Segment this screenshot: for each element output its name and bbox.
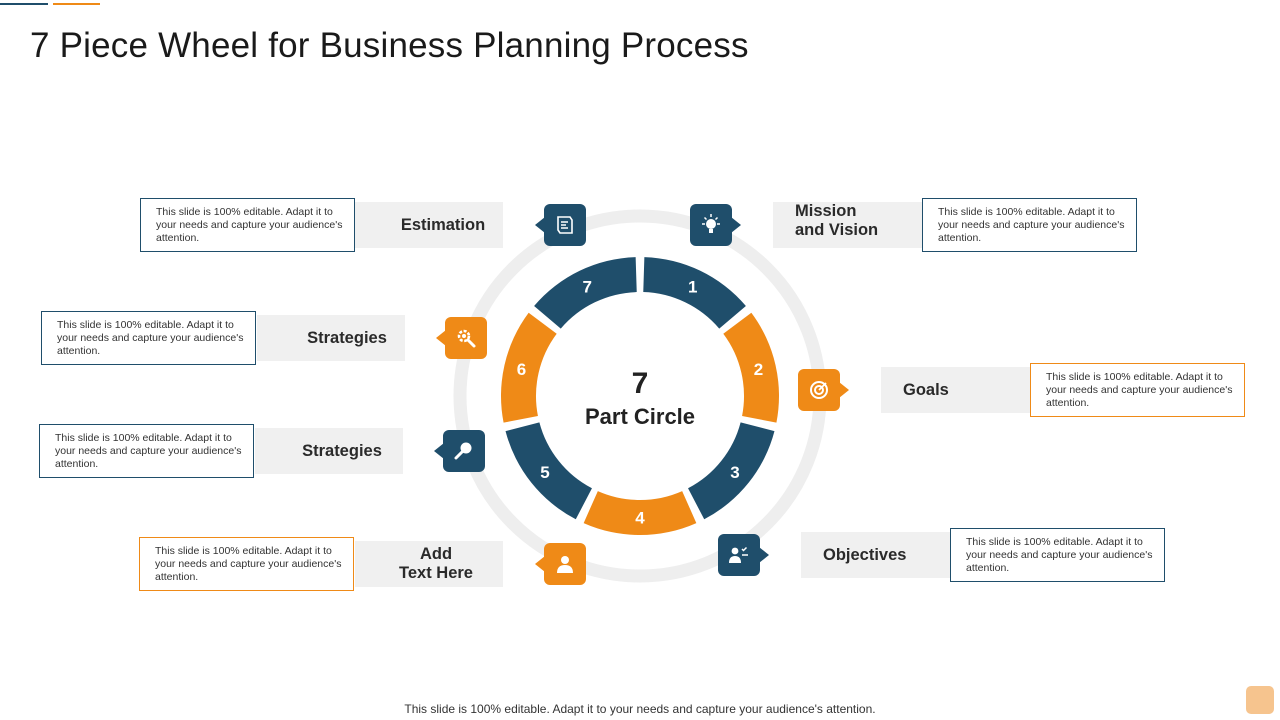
segment-number-2: 2 <box>754 360 763 379</box>
badge-mission <box>690 204 741 246</box>
segment-number-7: 7 <box>583 278 592 297</box>
segment-number-5: 5 <box>540 463 549 482</box>
segment-number-6: 6 <box>517 360 526 379</box>
wheel-segment-5 <box>505 422 592 520</box>
segments-group <box>501 257 780 535</box>
desc-box-strategies-2: This slide is 100% editable. Adapt it to… <box>39 424 254 478</box>
wheel-segment-1 <box>643 257 746 329</box>
badge-estimation <box>535 204 586 246</box>
label-mission-line1: Mission <box>795 202 857 220</box>
label-add-text-line1: Add <box>419 545 453 563</box>
desc-box-mission: This slide is 100% editable. Adapt it to… <box>922 198 1137 252</box>
label-estimation-text: Estimation <box>400 215 486 234</box>
label-strategies-1-text: Strategies <box>307 328 387 347</box>
center-label: Part Circle <box>585 404 695 429</box>
label-mission-line2: and Vision <box>795 221 879 239</box>
accent-line-orange <box>53 3 100 5</box>
gear-icon <box>457 329 476 348</box>
desc-box-add-text: This slide is 100% editable. Adapt it to… <box>139 537 354 591</box>
desc-box-strategies-1: This slide is 100% editable. Adapt it to… <box>41 311 256 365</box>
label-strategies-2: Strategies <box>255 428 403 474</box>
badge-strategies-2 <box>434 430 485 472</box>
person-icon <box>557 556 573 573</box>
desc-box-objectives: This slide is 100% editable. Adapt it to… <box>950 528 1165 582</box>
wheel-segment-3 <box>688 422 775 520</box>
segment-number-1: 1 <box>688 278 697 297</box>
target-icon <box>810 381 828 399</box>
segment-number-3: 3 <box>730 463 739 482</box>
footer-note: This slide is 100% editable. Adapt it to… <box>404 702 876 716</box>
badge-objectives <box>718 534 769 576</box>
wheel-segment-6 <box>501 312 557 423</box>
corner-square <box>1246 686 1274 714</box>
label-goals: Goals <box>881 367 1031 413</box>
segment-labels: 1 2 3 4 5 6 7 <box>517 278 763 528</box>
label-add-text: Add Text Here <box>355 541 503 587</box>
center-number: 7 <box>632 367 649 400</box>
lightbulb-icon <box>702 214 720 233</box>
magnifier-icon <box>454 442 472 460</box>
accent-line-teal <box>0 3 48 5</box>
label-mission: Mission and Vision <box>773 202 923 248</box>
label-objectives-text: Objectives <box>823 545 907 564</box>
inner-white-disc <box>538 294 742 498</box>
page-title: 7 Piece Wheel for Business Planning Proc… <box>30 26 749 65</box>
label-add-text-line2: Text Here <box>399 564 473 582</box>
segment-number-4: 4 <box>635 509 645 528</box>
wheel-segment-4 <box>583 491 697 535</box>
badge-strategies-1 <box>436 317 487 359</box>
wheel-segment-2 <box>723 312 780 423</box>
label-strategies-1: Strategies <box>257 315 405 361</box>
desc-box-goals: This slide is 100% editable. Adapt it to… <box>1030 363 1245 417</box>
badge-add-text <box>535 543 586 585</box>
label-strategies-2-text: Strategies <box>302 441 382 460</box>
label-goals-text: Goals <box>903 380 949 399</box>
checklist-icon <box>729 546 748 563</box>
label-objectives: Objectives <box>801 532 951 578</box>
badge-goals <box>798 369 849 411</box>
map-icon <box>557 216 573 234</box>
desc-box-estimation: This slide is 100% editable. Adapt it to… <box>140 198 355 252</box>
wheel-segment-7 <box>534 257 637 329</box>
label-estimation: Estimation <box>355 202 503 248</box>
